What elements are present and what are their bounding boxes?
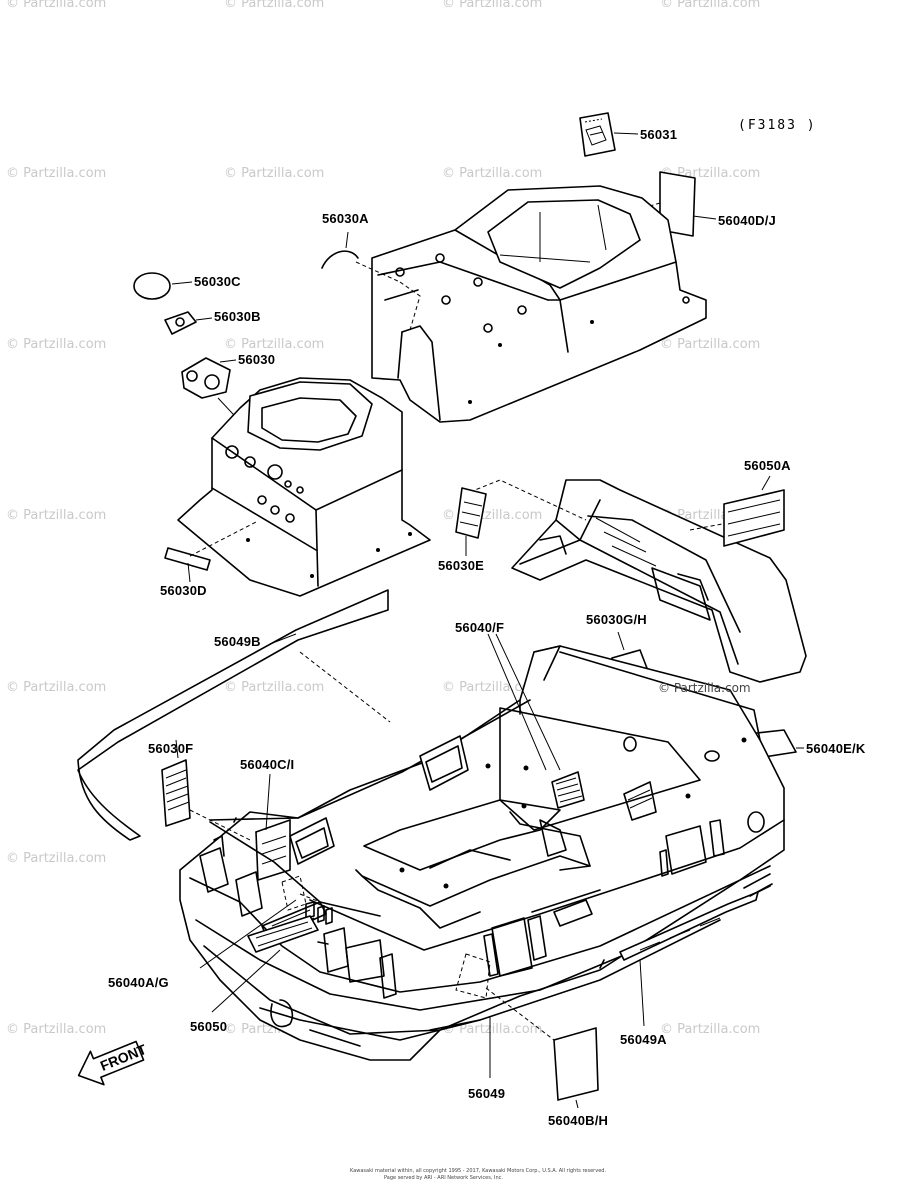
callout-56030B[interactable]: 56030B (214, 309, 261, 324)
watermark: © Partzilla.com (442, 166, 543, 181)
callout-56030A[interactable]: 56030A (322, 211, 369, 226)
part-56050-emblem (247, 915, 319, 953)
watermark: © Partzilla.com (442, 680, 543, 695)
part-56030A-ring (321, 250, 359, 269)
watermark: © Partzilla.com (6, 680, 107, 695)
watermark: © Partzilla.com (224, 0, 325, 11)
watermark: © Partzilla.com (224, 680, 325, 695)
part-upper-cover (371, 185, 707, 423)
watermark: © Partzilla.com (6, 0, 107, 11)
part-56030E-decal (455, 487, 487, 539)
callout-56030GH[interactable]: 56030G/H (586, 612, 647, 627)
callout-56040CI[interactable]: 56040C/I (240, 757, 295, 772)
watermark: © Partzilla.com (660, 337, 761, 352)
watermark: © Partzilla.com (6, 1022, 107, 1037)
callout-56049[interactable]: 56049 (468, 1086, 506, 1101)
callout-56030C[interactable]: 56030C (194, 274, 241, 289)
footer-line-2: Page served by ARI - ARI Network Service… (384, 1175, 503, 1181)
part-56030-gasket (181, 357, 231, 399)
callout-56049B[interactable]: 56049B (214, 634, 261, 649)
callout-56050A[interactable]: 56050A (744, 458, 791, 473)
watermark: © Partzilla.com (442, 0, 543, 11)
watermark: © Partzilla.com (442, 1022, 543, 1037)
part-56030D-decal (164, 547, 211, 571)
watermark: © Partzilla.com (660, 1022, 761, 1037)
watermark: © Partzilla.com (6, 851, 107, 866)
watermark: © Partzilla.com (660, 0, 761, 11)
part-56050A-emblem (723, 489, 785, 547)
part-56040BH-decal (553, 1027, 599, 1101)
part-56030C-grommet (133, 272, 171, 300)
callout-56040F[interactable]: 56040/F (455, 620, 505, 635)
watermark: © Partzilla.com (224, 337, 325, 352)
callout-56040BH[interactable]: 56040B/H (548, 1113, 609, 1128)
part-main-hull (179, 645, 785, 1061)
part-56031-cap (579, 112, 616, 157)
watermark: © Partzilla.com (224, 166, 325, 181)
part-56050A-rail (511, 479, 807, 683)
callout-56049A[interactable]: 56049A (620, 1032, 667, 1047)
front-arrow-icon: FRONT (77, 1040, 149, 1086)
watermark: © Partzilla.com (6, 508, 107, 523)
footer-line-1: Kawasaki material within, all copyright … (350, 1168, 607, 1174)
callout-56040DJ[interactable]: 56040D/J (718, 213, 776, 228)
callout-56050[interactable]: 56050 (190, 1019, 228, 1034)
callout-56031[interactable]: 56031 (640, 127, 678, 142)
part-left-housing (177, 377, 431, 597)
callout-56040EK[interactable]: 56040E/K (806, 741, 866, 756)
part-56040F-decal (551, 771, 585, 809)
callout-56030[interactable]: 56030 (238, 352, 276, 367)
callout-56030E[interactable]: 56030E (438, 558, 485, 573)
callout-56040AG[interactable]: 56040A/G (108, 975, 169, 990)
callout-56030D[interactable]: 56030D (160, 583, 207, 598)
part-56049B-trim (77, 589, 389, 841)
diagram-code: (F3183 ) (738, 118, 817, 133)
part-56030F-decal (161, 759, 191, 827)
watermark: © Partzilla.com (6, 337, 107, 352)
watermark: © Partzilla.com (6, 166, 107, 181)
copyright-notice: © Partzilla.com (658, 681, 751, 695)
callout-56030F[interactable]: 56030F (148, 741, 194, 756)
part-56030B-tab (164, 311, 197, 335)
